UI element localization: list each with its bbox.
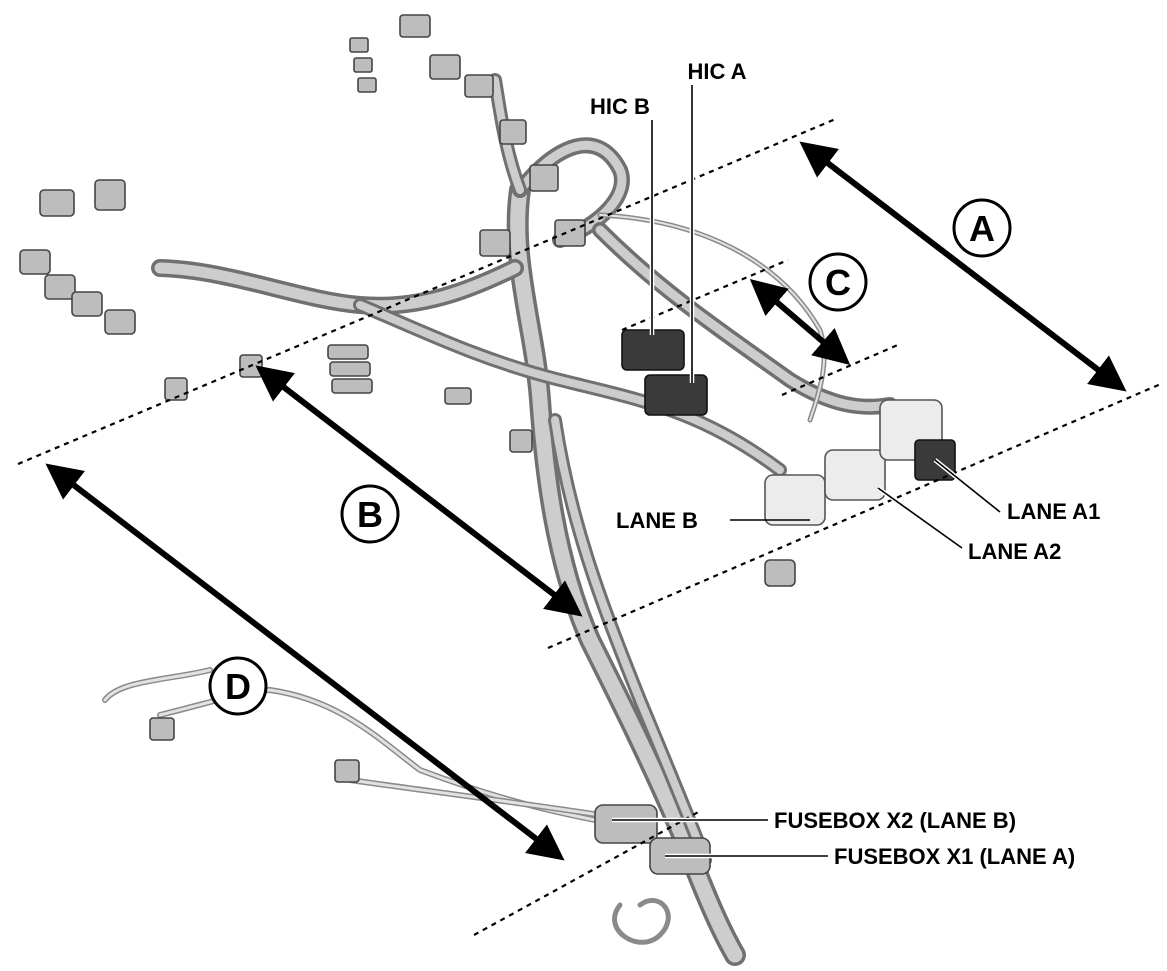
label-hic-b: HIC B	[590, 94, 650, 119]
label-fusebox-x1: FUSEBOX X1 (LANE A)	[834, 844, 1075, 869]
leader-lines	[612, 85, 1002, 859]
lane-connectors	[764, 399, 956, 587]
zone-circle-a	[952, 198, 1012, 258]
leader-lane-a2	[877, 487, 963, 549]
arrow-a	[799, 141, 1127, 392]
loose-wire-d	[102, 667, 653, 833]
boundary-line-3	[621, 258, 789, 332]
label-lane-a2: LANE A2	[968, 539, 1061, 564]
zone-label-a: A	[952, 198, 1012, 258]
zone-circle-c	[808, 252, 868, 312]
zone-letter-b: B	[357, 494, 383, 535]
dimension-arrows	[45, 141, 1127, 861]
leader-lane-a1	[934, 459, 1001, 513]
arrow-b	[255, 365, 583, 617]
arrow-c	[749, 278, 851, 366]
label-lane-a1: LANE A1	[1007, 499, 1100, 524]
zone-label-d: D	[208, 656, 268, 716]
harness-illustration	[19, 14, 956, 966]
hic-modules	[621, 329, 708, 416]
zone-letter-c: C	[825, 262, 851, 303]
injector-connectors	[19, 179, 136, 335]
zone-label-c: C	[808, 252, 868, 312]
zone-letter-a: A	[969, 208, 995, 249]
zone-label-b: B	[340, 484, 400, 544]
boundary-line-2	[547, 381, 1164, 650]
upper-branch-cable	[488, 73, 630, 248]
label-lane-b: LANE B	[616, 508, 698, 533]
boundary-line-5	[473, 809, 703, 936]
label-fusebox-x2: FUSEBOX X2 (LANE B)	[774, 808, 1016, 833]
right-branch-cable	[592, 212, 898, 423]
label-hic-a: HIC A	[687, 59, 746, 84]
boundary-line-1	[17, 116, 839, 466]
top-connectors	[349, 14, 586, 257]
zone-circle-b	[340, 484, 400, 544]
callout-labels: HIC B HIC A LANE B LANE A1 LANE A2 FUSEB…	[590, 59, 1100, 869]
zone-letter-d: D	[225, 666, 251, 707]
zone-circle-d	[208, 656, 268, 716]
arrow-d	[45, 463, 565, 861]
